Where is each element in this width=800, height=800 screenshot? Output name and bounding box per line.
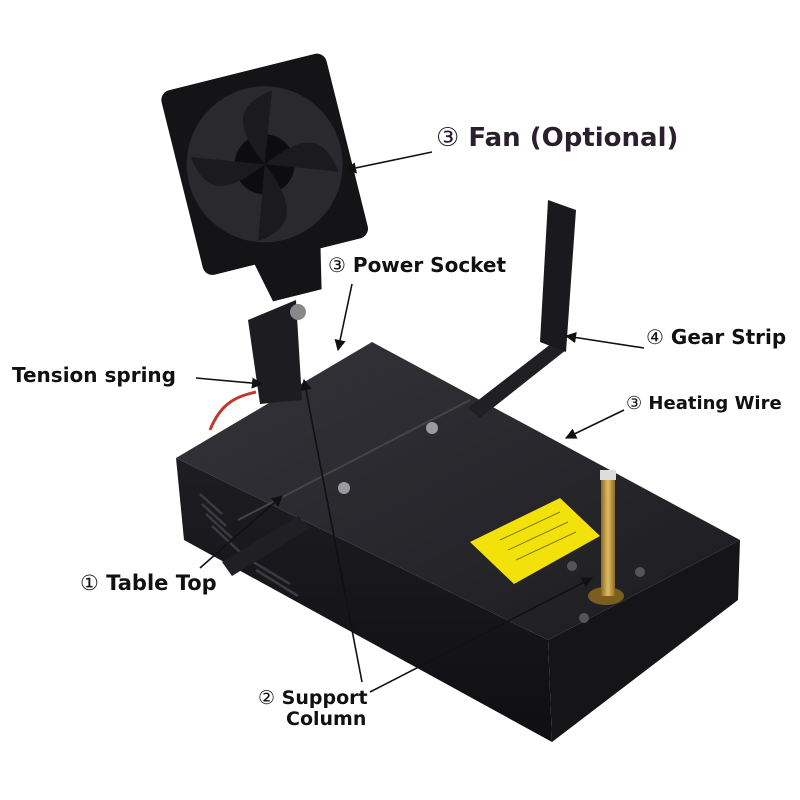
label-gear-strip-number: ④ bbox=[646, 325, 664, 349]
arrow-power-socket bbox=[334, 283, 353, 352]
label-gear-strip-text: Gear Strip bbox=[670, 325, 787, 349]
label-tension-spring-text: Tension spring bbox=[12, 363, 176, 387]
label-heating-wire: ③ Heating Wire bbox=[626, 394, 782, 414]
label-tension-spring: Tension spring bbox=[12, 364, 176, 386]
screw bbox=[635, 567, 645, 577]
label-gear-strip: ④ Gear Strip bbox=[646, 326, 786, 348]
label-support-column-number: ② bbox=[258, 687, 276, 709]
label-table-top: ① Table Top bbox=[80, 571, 217, 595]
vent-slots bbox=[199, 493, 299, 598]
arrow-gear-strip bbox=[564, 331, 645, 349]
gear-strip bbox=[468, 340, 566, 418]
table-top-lever bbox=[222, 516, 310, 576]
label-power-socket-text: Power Socket bbox=[352, 253, 507, 277]
callout-arrows bbox=[195, 151, 645, 693]
label-support-column-line1: Support bbox=[281, 687, 368, 709]
arrow-heating-wire bbox=[564, 409, 625, 439]
label-fan: ③ Fan (Optional) bbox=[436, 124, 678, 153]
gear-strip-upright bbox=[540, 200, 576, 352]
label-support-column: ② Support Column bbox=[258, 688, 368, 730]
arrow-table-top bbox=[199, 495, 283, 569]
heating-post bbox=[601, 478, 615, 596]
label-heating-wire-number: ③ bbox=[626, 393, 643, 414]
label-support-column-line2: Column bbox=[286, 707, 367, 730]
label-fan-number: ③ bbox=[436, 123, 460, 153]
fan bbox=[161, 53, 369, 302]
label-table-top-number: ① bbox=[80, 571, 99, 595]
arrow-support-column-a bbox=[300, 378, 363, 683]
screw bbox=[338, 482, 350, 494]
arrow-tension-spring bbox=[195, 377, 264, 389]
screw bbox=[426, 422, 438, 434]
label-fan-text: Fan (Optional) bbox=[468, 123, 679, 153]
label-power-socket-number: ③ bbox=[328, 253, 346, 277]
warning-sticker bbox=[470, 498, 600, 584]
screw bbox=[567, 561, 577, 571]
base-front-face bbox=[176, 458, 552, 742]
arrow-fan bbox=[344, 151, 433, 174]
screw bbox=[579, 613, 589, 623]
label-table-top-text: Table Top bbox=[106, 571, 217, 595]
label-power-socket: ③ Power Socket bbox=[328, 254, 506, 276]
base-top-face bbox=[176, 342, 740, 640]
arrow-support-column-b bbox=[369, 577, 593, 693]
base-right-face bbox=[548, 540, 740, 742]
label-heating-wire-text: Heating Wire bbox=[648, 393, 782, 414]
